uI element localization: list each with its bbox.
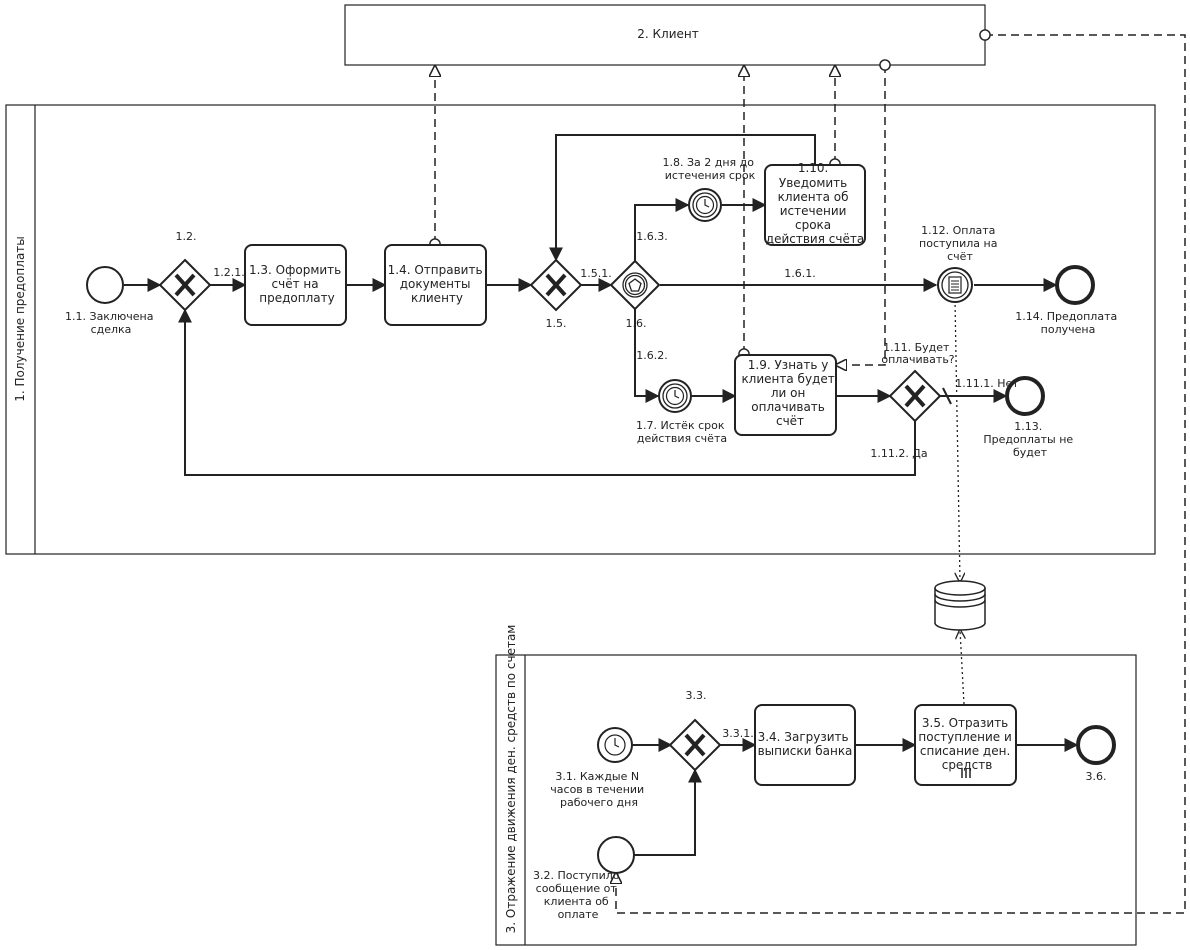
flow-1-11-1-label: 1.11.1. Нет bbox=[955, 377, 1019, 390]
end-event-1-13[interactable]: 1.13. Предоплаты не будет bbox=[983, 376, 1076, 459]
task-1-3-label: 1.3. Оформить счёт на предоплату bbox=[249, 263, 345, 305]
event-1-14-label: 1.14. Предоплата получена bbox=[1015, 310, 1120, 336]
task-1-10-label: 1.10. Уведомить клиента об истечении сро… bbox=[766, 161, 864, 246]
flow-1-11-2-label: 1.11.2. Да bbox=[870, 447, 927, 460]
pool-prepayment: 1. Получение предоплаты bbox=[5, 104, 1156, 555]
task-1-3[interactable]: 1.3. Оформить счёт на предоплату bbox=[244, 244, 347, 326]
task-1-9-label: 1.9. Узнать у клиента будет ли он оплачи… bbox=[741, 358, 838, 428]
flow-1-6-2-label: 1.6.2. bbox=[636, 349, 668, 362]
task-1-9[interactable]: 1.9. Узнать у клиента будет ли он оплачи… bbox=[734, 354, 839, 436]
task-3-5[interactable]: 3.5. Отразить поступление и списание ден… bbox=[914, 704, 1017, 786]
end-event-3-6[interactable]: 3.6. bbox=[1076, 725, 1116, 783]
event-1-1-label: 1.1. Заключена сделка bbox=[65, 310, 157, 336]
flow-1-6-3-label: 1.6.3. bbox=[636, 230, 668, 243]
task-3-4-label: 3.4. Загрузить выписки банка bbox=[758, 730, 853, 758]
multi-instance-icon bbox=[961, 768, 971, 778]
start-event-1-1[interactable]: 1.1. Заключена сделка bbox=[65, 266, 157, 336]
task-3-4[interactable]: 3.4. Загрузить выписки банка bbox=[754, 704, 856, 786]
pentagon-icon bbox=[628, 278, 642, 292]
event-1-7-label: 1.7. Истёк срок действия счёта bbox=[636, 419, 728, 445]
gateway-1-6-label: 1.6. bbox=[626, 317, 647, 330]
message-flows bbox=[435, 35, 1186, 914]
x-icon bbox=[904, 384, 926, 408]
event-1-12-label: 1.12. Оплата поступила на счёт bbox=[919, 224, 1001, 263]
gateway-1-5-label: 1.5. bbox=[546, 317, 567, 330]
flow-1-5-1-label: 1.5.1. bbox=[580, 267, 612, 280]
gateway-1-11[interactable]: 1.11. Будет оплачивать? bbox=[881, 341, 955, 423]
data-store bbox=[934, 580, 986, 631]
pool-client-label: 2. Клиент bbox=[637, 27, 698, 41]
pool-prepayment-label: 1. Получение предоплаты bbox=[13, 236, 27, 402]
event-3-6-label: 3.6. bbox=[1086, 770, 1107, 783]
gateway-3-3[interactable]: 3.3. bbox=[668, 689, 722, 772]
task-3-5-label: 3.5. Отразить поступление и списание ден… bbox=[918, 716, 1015, 772]
flow-1-6-1-label: 1.6.1. bbox=[784, 267, 816, 280]
timer-event-1-8[interactable]: 1.8. За 2 дня до истечения срок bbox=[662, 156, 757, 222]
timer-event-3-1[interactable]: 3.1. Каждые N часов в течении рабочего д… bbox=[550, 727, 647, 809]
gateway-1-5[interactable]: 1.5. bbox=[529, 258, 583, 330]
gateway-1-2[interactable]: 1.2. bbox=[158, 230, 212, 312]
task-1-4-label: 1.4. Отправить документы клиенту bbox=[388, 263, 487, 305]
gateway-3-3-label: 3.3. bbox=[686, 689, 707, 702]
flow-3-3-1-label: 3.3.1. bbox=[722, 727, 754, 740]
gateway-1-11-label: 1.11. Будет оплачивать? bbox=[881, 341, 954, 366]
x-icon bbox=[684, 733, 706, 757]
start-event-3-2[interactable]: 3.2. Поступило сообщение от клиента об о… bbox=[533, 836, 635, 921]
event-3-2-label: 3.2. Поступило сообщение от клиента об о… bbox=[533, 869, 623, 921]
pool-client: 2. Клиент bbox=[344, 4, 986, 66]
event-1-13-label: 1.13. Предоплаты не будет bbox=[983, 420, 1076, 459]
event-3-1-label: 3.1. Каждые N часов в течении рабочего д… bbox=[550, 770, 647, 809]
data-associations bbox=[954, 299, 964, 705]
document-icon bbox=[948, 276, 962, 294]
flow-1-2-1-label: 1.2.1. bbox=[213, 266, 245, 279]
timer-event-1-7[interactable]: 1.7. Истёк срок действия счёта bbox=[636, 379, 728, 445]
event-1-8-label: 1.8. За 2 дня до истечения срок bbox=[662, 156, 757, 182]
gateway-1-6[interactable]: 1.6. bbox=[609, 259, 661, 330]
x-icon bbox=[545, 273, 567, 297]
x-icon bbox=[174, 273, 196, 297]
pool-funds-label: 3. Отражение движения ден. средств по сч… bbox=[504, 625, 518, 934]
end-event-1-14[interactable]: 1.14. Предоплата получена bbox=[1015, 265, 1120, 336]
gateway-1-2-label: 1.2. bbox=[176, 230, 197, 243]
task-1-4[interactable]: 1.4. Отправить документы клиенту bbox=[384, 244, 487, 326]
flow-labels: 1.2.1. 1.5.1. 1.6.1. 1.6.3. 1.6.2. 1.11.… bbox=[213, 230, 1019, 740]
message-event-1-12[interactable]: 1.12. Оплата поступила на счёт bbox=[919, 224, 1001, 303]
task-1-10[interactable]: 1.10. Уведомить клиента об истечении сро… bbox=[764, 161, 866, 246]
